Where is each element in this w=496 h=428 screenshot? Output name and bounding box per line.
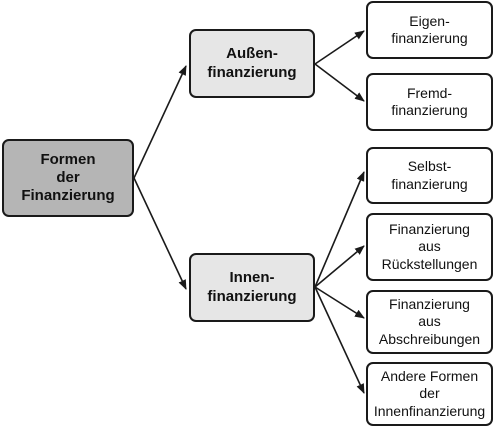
leaf-node-label: Finanzierung aus Rückstellungen: [381, 221, 478, 272]
branch-node-aussenfinanzierung: Außen- finanzierung: [189, 29, 315, 98]
leaf-node-label: Fremd- finanzierung: [391, 84, 468, 118]
leaf-node-fremdfinanzierung: Fremd- finanzierung: [366, 73, 493, 131]
arrow-innen-to-rueck: [314, 245, 365, 288]
leaf-node-label: Andere Formen der Innenfinanzierung: [373, 368, 486, 419]
leaf-node-selbstfinanzierung: Selbst- finanzierung: [366, 147, 493, 204]
leaf-node-rueckstellungen: Finanzierung aus Rückstellungen: [366, 213, 493, 281]
leaf-node-label: Finanzierung aus Abschreibungen: [378, 296, 481, 347]
branch-node-innenfinanzierung: Innen- finanzierung: [189, 253, 315, 322]
arrow-aussen-to-fremd: [314, 63, 365, 102]
arrow-aussen-to-eigen: [314, 30, 365, 65]
root-node: Formen der Finanzierung: [2, 139, 134, 217]
arrow-innen-to-selbst: [314, 171, 365, 288]
branch-node-label: Außen- finanzierung: [207, 45, 297, 81]
root-node-label: Formen der Finanzierung: [21, 150, 115, 205]
arrow-innen-to-andere: [314, 286, 365, 394]
arrow-root-to-aussen: [133, 65, 187, 179]
leaf-node-abschreibungen: Finanzierung aus Abschreibungen: [366, 290, 493, 354]
leaf-node-label: Selbst- finanzierung: [391, 158, 468, 192]
leaf-node-eigenfinanzierung: Eigen- finanzierung: [366, 1, 493, 59]
arrow-innen-to-abschr: [314, 286, 365, 319]
branch-node-label: Innen- finanzierung: [207, 269, 297, 305]
leaf-node-andere-formen: Andere Formen der Innenfinanzierung: [366, 362, 493, 426]
leaf-node-label: Eigen- finanzierung: [391, 12, 468, 46]
arrow-root-to-innen: [133, 177, 187, 290]
